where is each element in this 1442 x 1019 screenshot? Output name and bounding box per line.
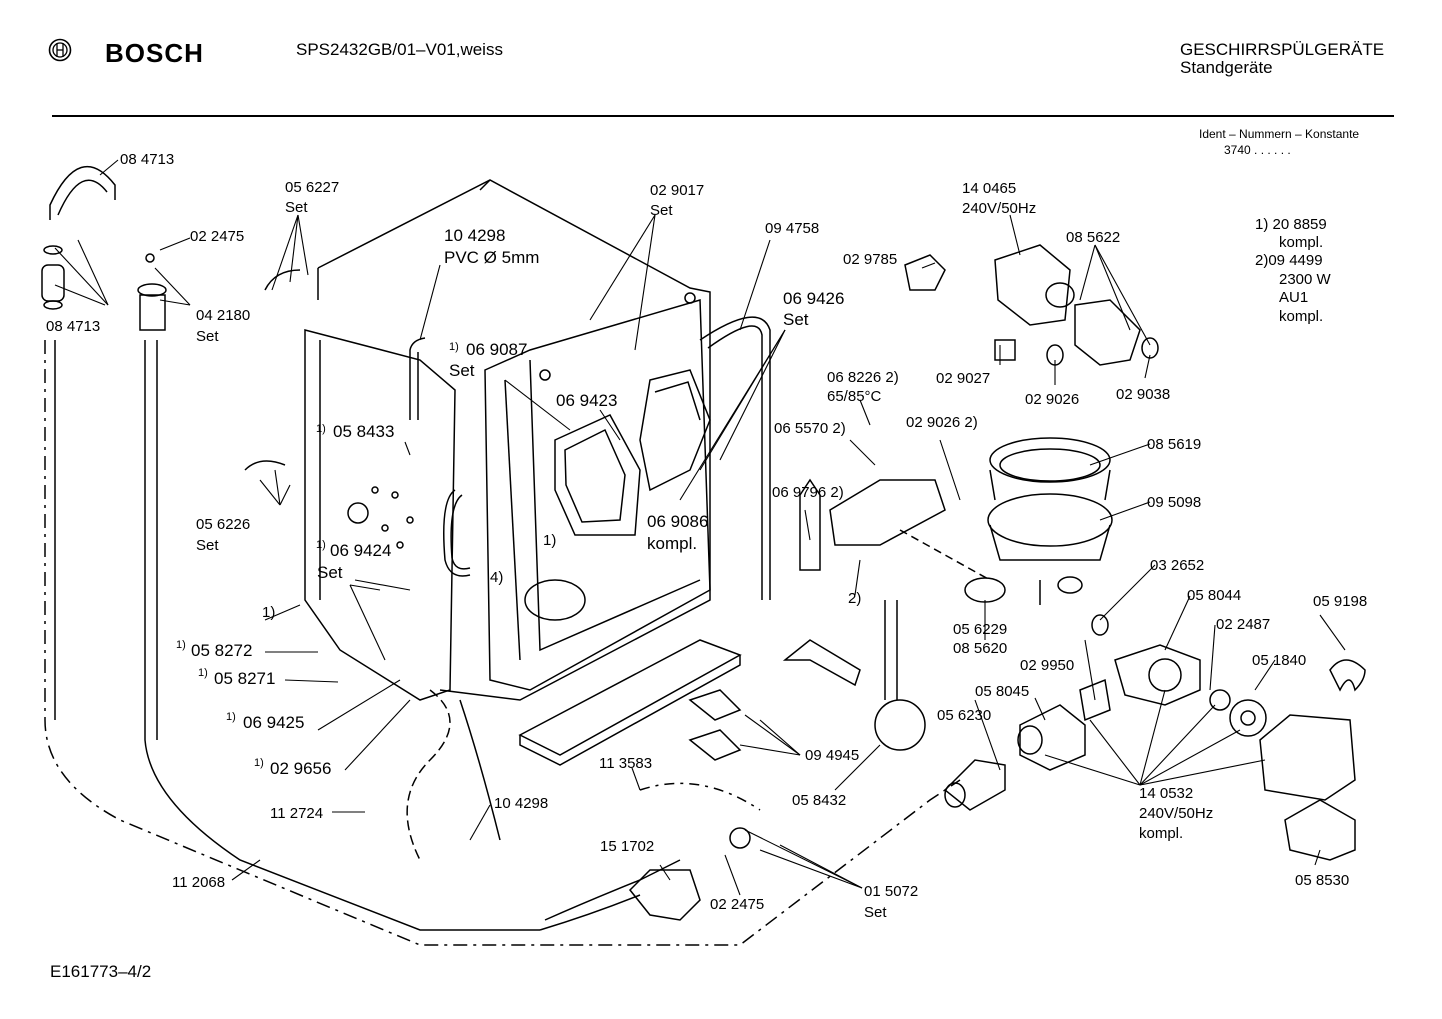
part-label: kompl. <box>1139 825 1183 842</box>
part-label: 05 8530 <box>1295 872 1349 889</box>
part-label: 05 9198 <box>1313 593 1367 610</box>
part-label: 09 5098 <box>1147 494 1201 511</box>
note-line: kompl. <box>1279 308 1323 325</box>
part-label: 08 5622 <box>1066 229 1120 246</box>
part-label: 11 2068 <box>172 874 225 891</box>
note-line: 1) 20 8859 <box>1255 216 1327 233</box>
part-label: 05 6226 <box>196 516 250 533</box>
part-label: kompl. <box>647 534 697 553</box>
bosch-logo-icon <box>48 38 72 62</box>
part-label: 06 9426 <box>783 289 844 308</box>
part-label: 06 5570 2) <box>774 420 846 437</box>
part-label: 06 9086 <box>647 512 708 531</box>
part-label: 02 9785 <box>843 251 897 268</box>
header-rule <box>52 115 1394 117</box>
part-label: 02 9026 2) <box>906 414 978 431</box>
part-drawings <box>41 166 1366 946</box>
footnote-mark: 1) <box>316 423 326 435</box>
leader-lines <box>54 159 1346 896</box>
part-label: 04 2180 <box>196 307 250 324</box>
model-number: SPS2432GB/01–V01,weiss <box>296 40 503 59</box>
part-label: 05 8432 <box>792 792 846 809</box>
part-label: 05 1840 <box>1252 652 1306 669</box>
part-label: 05 6230 <box>937 707 991 724</box>
part-label: Set <box>285 199 308 216</box>
category-title: GESCHIRRSPÜLGERÄTE <box>1180 40 1385 59</box>
drawing-reference: E161773–4/2 <box>50 962 152 981</box>
part-label: 14 0532 <box>1139 785 1193 802</box>
part-label: 240V/50Hz <box>1139 805 1213 822</box>
part-label: 06 9087 <box>466 340 527 359</box>
part-label: 02 9017 <box>650 182 704 199</box>
footnote-mark: 1) <box>254 757 264 769</box>
part-label: 05 8272 <box>191 641 252 660</box>
part-label: Set <box>864 904 887 921</box>
footnote-mark: 1) <box>449 341 459 353</box>
part-label: 08 5620 <box>953 640 1007 657</box>
ident-label: Ident – Nummern – Konstante <box>1199 127 1360 141</box>
part-label: 02 2475 <box>710 896 764 913</box>
part-label: 02 9038 <box>1116 386 1170 403</box>
note-line: 2)09 4499 <box>1255 252 1323 269</box>
part-label: 06 9424 <box>330 541 391 560</box>
part-label: 05 6227 <box>285 179 339 196</box>
subcategory-title: Standgeräte <box>1180 58 1273 77</box>
ident-value: 3740 . . . . . . <box>1224 143 1291 157</box>
part-label: 10 4298 <box>444 226 505 245</box>
footnote-mark: 1) <box>316 539 326 551</box>
part-label: 09 4758 <box>765 220 819 237</box>
part-label: 05 8271 <box>214 669 275 688</box>
part-label: 08 5619 <box>1147 436 1201 453</box>
part-label: 03 2652 <box>1150 557 1204 574</box>
part-label: 06 8226 2) <box>827 369 899 386</box>
part-label: PVC Ø 5mm <box>444 248 539 267</box>
part-label: 10 4298 <box>494 795 548 812</box>
part-label: 11 2724 <box>270 805 323 822</box>
part-label: 05 8433 <box>333 422 394 441</box>
part-label: 11 3583 <box>599 755 652 772</box>
footnote-mark: 1) <box>226 711 236 723</box>
part-label: 02 9950 <box>1020 657 1074 674</box>
part-label: 02 9656 <box>270 759 331 778</box>
part-label: 02 9026 <box>1025 391 1079 408</box>
part-label: 02 9027 <box>936 370 990 387</box>
part-label: 14 0465 <box>962 180 1016 197</box>
part-label: 05 6229 <box>953 621 1007 638</box>
part-label: Set <box>196 537 219 554</box>
part-label: Set <box>783 310 809 329</box>
footnotes-block: 1) 20 8859 kompl. 2)09 4499 2300 W AU1 k… <box>1255 216 1332 325</box>
part-label: 240V/50Hz <box>962 200 1036 217</box>
part-label: 08 4713 <box>120 151 174 168</box>
note-line: kompl. <box>1279 234 1323 251</box>
part-label: 2) <box>848 590 861 607</box>
part-label: Set <box>317 563 343 582</box>
part-label: 05 8044 <box>1187 587 1241 604</box>
part-label: Set <box>650 202 673 219</box>
part-label: 06 9796 2) <box>772 484 844 501</box>
note-line: 2300 W <box>1279 271 1332 288</box>
part-label: 4) <box>490 569 503 586</box>
part-labels: 08 4713 08 4713 02 2475 04 2180 Set 05 6… <box>46 151 1367 921</box>
part-label: 01 5072 <box>864 883 918 900</box>
part-label: 65/85°C <box>827 388 882 405</box>
part-label: 09 4945 <box>805 747 859 764</box>
part-label: 1) <box>543 532 556 549</box>
part-label: 08 4713 <box>46 318 100 335</box>
part-label: 02 2487 <box>1216 616 1270 633</box>
part-label: Set <box>196 328 219 345</box>
part-label: 06 9423 <box>556 391 617 410</box>
note-line: AU1 <box>1279 289 1308 306</box>
footnote-mark: 1) <box>198 667 208 679</box>
part-label: 15 1702 <box>600 838 654 855</box>
part-label: 1) <box>262 604 275 621</box>
part-label: 02 2475 <box>190 228 244 245</box>
footnote-mark: 1) <box>176 639 186 651</box>
part-label: 06 9425 <box>243 713 304 732</box>
brand-name: BOSCH <box>105 38 204 68</box>
part-label: 05 8045 <box>975 683 1029 700</box>
part-label: Set <box>449 361 475 380</box>
